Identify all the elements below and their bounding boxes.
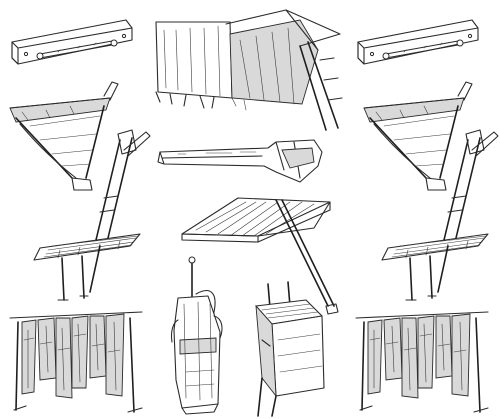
clothes-drying-rack-icon — [355, 311, 489, 413]
triangle-bracket-shelf-icon — [9, 81, 119, 191]
triangle-bracket-shelf-icon — [363, 81, 473, 191]
slotted-board-icon — [357, 19, 479, 65]
wall-mounted-slat-shelf-icon — [181, 197, 339, 315]
slat-seat-chair-icon — [381, 129, 499, 301]
lean-to-tarp-shelter-icon — [155, 9, 343, 131]
clothes-drying-rack-icon — [9, 311, 143, 413]
slotted-board-icon — [11, 19, 133, 65]
camp-washstand-box-icon — [255, 281, 325, 417]
hanging-water-bag-icon — [170, 256, 223, 415]
folding-knife-icon — [157, 139, 323, 183]
